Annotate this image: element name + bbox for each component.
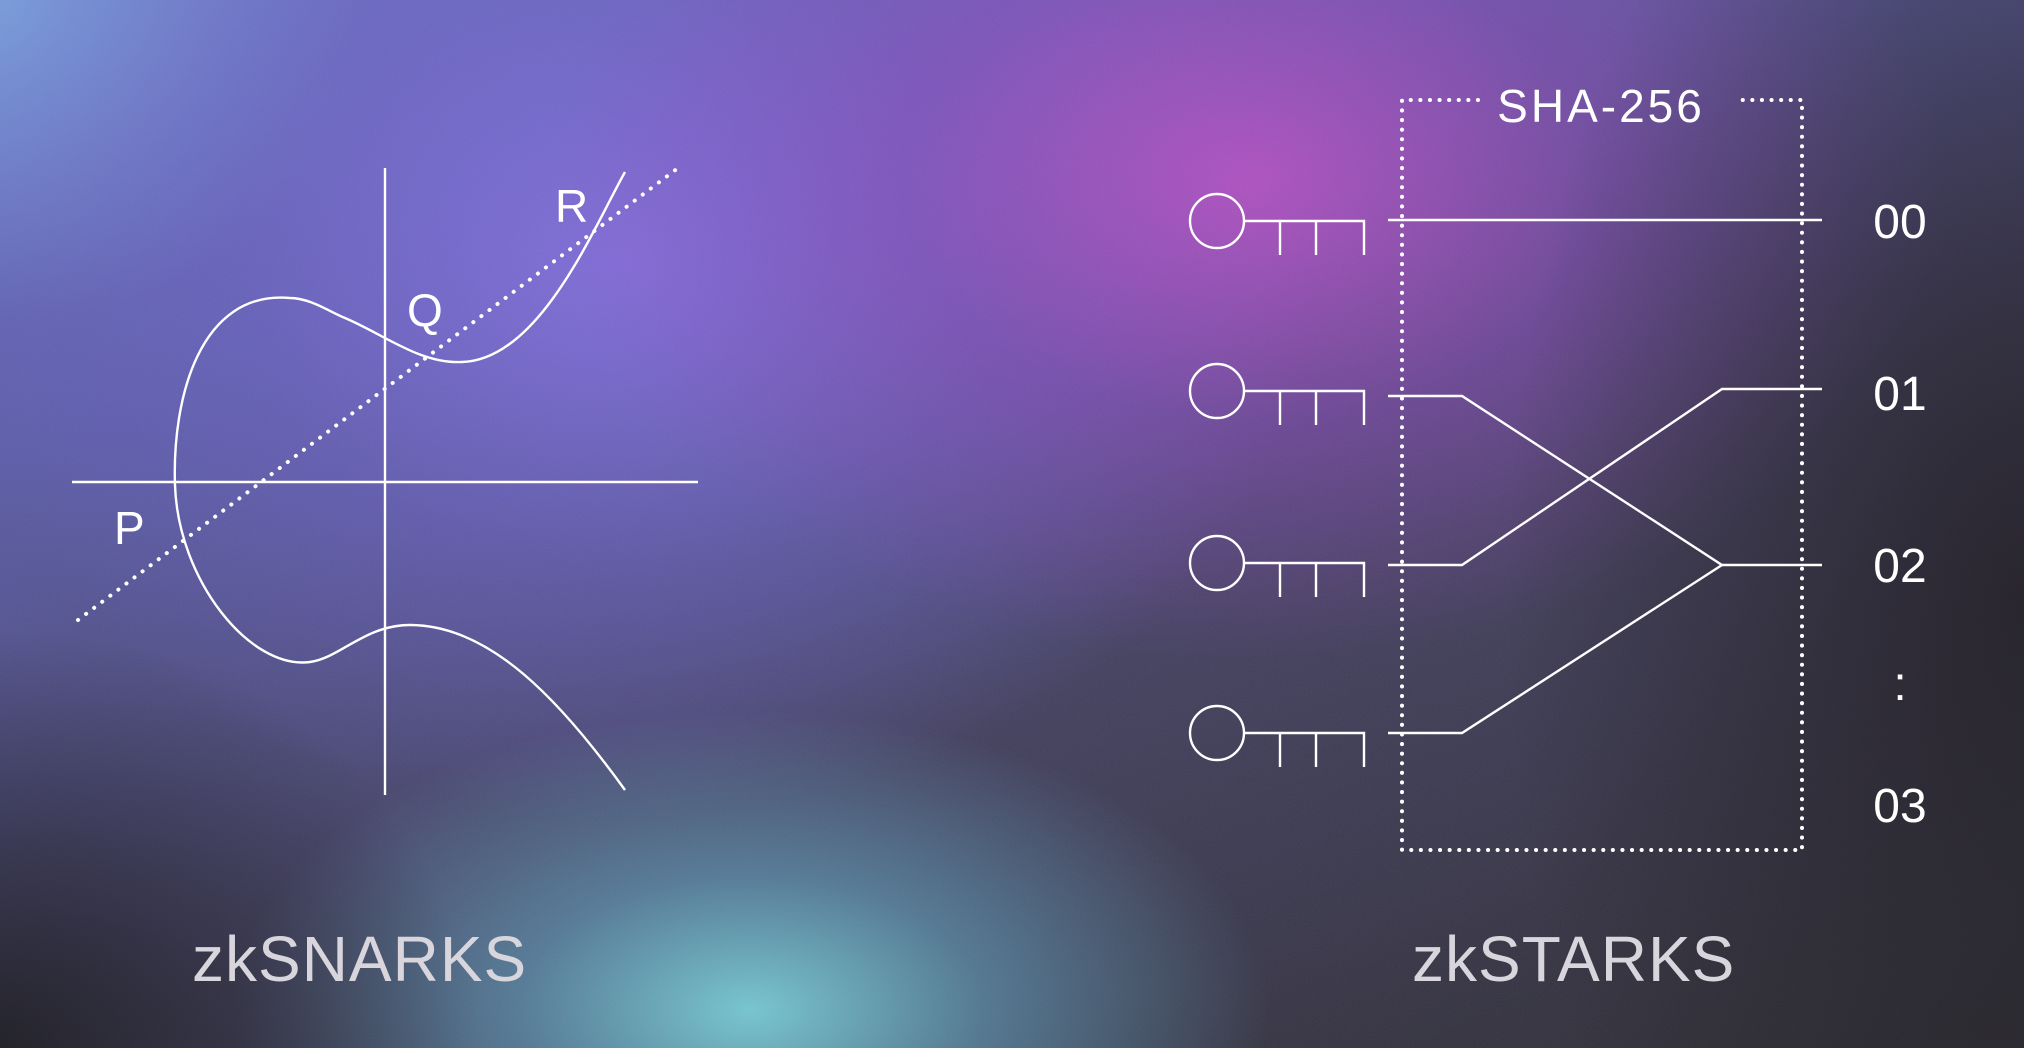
sha256-label: SHA-256 [1497,80,1705,132]
point-r-label: R [555,180,588,232]
key-icon [1188,192,1366,255]
key-icon [1188,362,1366,425]
key-icon [1188,704,1366,767]
secant-line [76,166,680,622]
background-shade-left [0,420,520,1048]
output-ellipsis: : [1893,658,1906,711]
zksnarks-caption: zkSNARKS [192,923,528,995]
sha256-box [1400,98,1804,852]
point-q-label: Q [407,284,443,336]
curve-lower [173,484,626,791]
output-label: 00 [1873,196,1926,249]
hash-wiring [1388,218,1822,735]
output-label: 02 [1873,540,1926,593]
output-label: 01 [1873,368,1926,421]
background-shade-right [1450,0,2024,1048]
zkstarks-caption: zkSTARKS [1412,923,1736,995]
elliptic-curve-diagram [72,166,698,795]
point-p-label: P [114,502,145,554]
curve-upper [173,171,627,486]
key-icon [1188,534,1366,597]
output-label: 03 [1873,780,1926,833]
